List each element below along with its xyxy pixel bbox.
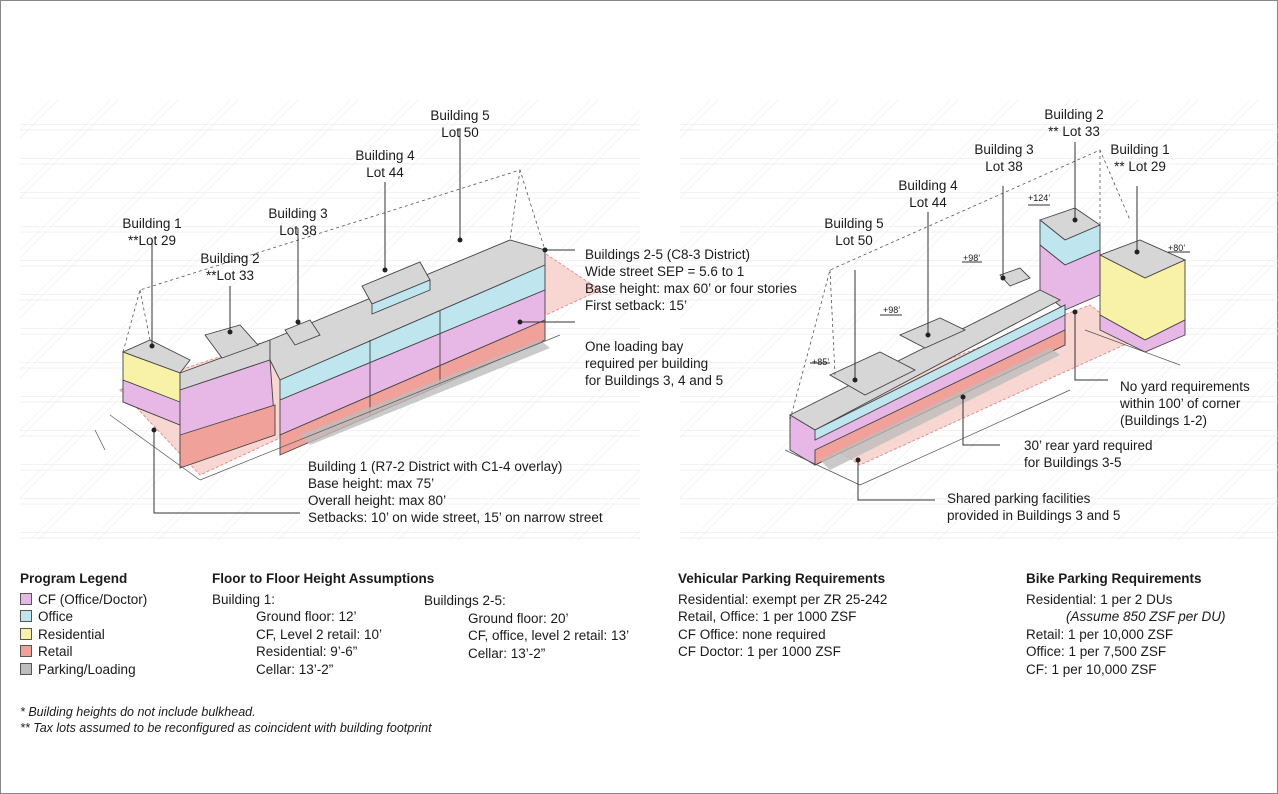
legend-item-cf: CF (Office/Doctor) bbox=[20, 591, 147, 609]
legend-area: Program Legend CF (Office/Doctor) Office… bbox=[0, 570, 1278, 770]
b25-height-line: Ground floor: 20’ bbox=[468, 610, 569, 626]
right-b5-top bbox=[829, 351, 916, 396]
bike-assumption: (Assume 850 ZSF per DU) bbox=[1066, 609, 1226, 624]
b1-heights-title: Building 1: bbox=[212, 591, 276, 607]
right-bar-office bbox=[814, 304, 1066, 441]
left-leaders bbox=[151, 128, 575, 514]
right-dimensions bbox=[784, 329, 1181, 486]
b25-height-line: Cellar: 13’-2” bbox=[468, 645, 546, 661]
right-b4-top bbox=[898, 317, 967, 349]
vehicular-line: CF Office: none required bbox=[678, 626, 826, 642]
left-zoning-envelope bbox=[122, 169, 546, 353]
vehicular-parking-block: Vehicular Parking Requirements Residenti… bbox=[678, 570, 887, 661]
b1-height-line: CF, Level 2 retail: 10’ bbox=[256, 626, 383, 642]
r72-district-note: Building 1 (R7-2 District with C1-4 over… bbox=[308, 459, 603, 525]
left-b2-tower bbox=[204, 324, 259, 359]
vehicular-line: Residential: exempt per ZR 25-242 bbox=[678, 591, 888, 607]
right-height-b3: +98’ bbox=[963, 253, 981, 263]
bike-line: Office: 1 per 7,500 ZSF bbox=[1026, 644, 1167, 659]
legend-item-office: Office bbox=[20, 608, 147, 626]
left-massing bbox=[119, 239, 601, 476]
vehicular-title: Vehicular Parking Requirements bbox=[678, 571, 886, 586]
footnote: * Building heights do not include bulkhe… bbox=[20, 705, 256, 719]
bike-title: Bike Parking Requirements bbox=[1026, 571, 1202, 586]
vehicular-line: Retail, Office: 1 per 1000 ZSF bbox=[678, 609, 857, 624]
left-dimensions bbox=[94, 334, 561, 481]
right-height-b2: +124’ bbox=[1028, 193, 1051, 203]
cf-swatch bbox=[20, 592, 32, 605]
right-b3-top bbox=[999, 267, 1031, 287]
retail-swatch bbox=[20, 645, 32, 657]
left-b2-label: Building 2**Lot 33 bbox=[200, 251, 260, 283]
legend-item-parking: Parking/Loading bbox=[20, 661, 147, 679]
program-legend-title: Program Legend bbox=[20, 571, 128, 586]
right-parking bbox=[820, 348, 1060, 470]
footnotes: * Building heights do not include bulkhe… bbox=[20, 704, 432, 736]
b25-height-block: Buildings 2-5: Ground floor: 20’ CF, off… bbox=[424, 592, 629, 662]
bike-line: Residential: 1 per 2 DUs bbox=[1026, 591, 1173, 607]
b1-height-line: Ground floor: 12’ bbox=[256, 609, 357, 624]
right-leader-dots bbox=[852, 217, 1140, 463]
left-b4-bulk-office bbox=[371, 279, 431, 315]
bike-parking-block: Bike Parking Requirements Residential: 1… bbox=[1026, 570, 1226, 678]
left-b3-bulk bbox=[284, 319, 321, 346]
b25-height-line: CF, office, level 2 retail: 13’ bbox=[468, 628, 630, 643]
left-b2-retail bbox=[179, 404, 276, 469]
legend-item-residential: Residential bbox=[20, 626, 147, 644]
right-b1-cf bbox=[1099, 314, 1186, 353]
right-b2-label: Building 2** Lot 33 bbox=[1044, 107, 1104, 139]
footnote: ** Tax lots assumed to be reconfigured a… bbox=[20, 721, 432, 735]
right-height-b4: +98’ bbox=[883, 305, 901, 315]
left-b1-label: Building 1**Lot 29 bbox=[122, 216, 182, 248]
right-leaders bbox=[810, 142, 1190, 501]
left-parking bbox=[300, 340, 550, 445]
bike-line: Retail: 1 per 10,000 ZSF bbox=[1026, 626, 1174, 642]
vehicular-line: CF Doctor: 1 per 1000 ZSF bbox=[678, 644, 841, 659]
office-swatch bbox=[20, 610, 32, 622]
massing-diagrams bbox=[20, 100, 1278, 540]
b25-heights-title: Buildings 2-5: bbox=[424, 593, 506, 608]
b1-height-line: Residential: 9’-6” bbox=[256, 644, 358, 659]
left-leader-dots bbox=[149, 237, 548, 433]
right-b1-label: Building 1** Lot 29 bbox=[1110, 142, 1170, 174]
right-height-b5: +85’ bbox=[812, 357, 830, 367]
bike-line: CF: 1 per 10,000 ZSF bbox=[1026, 661, 1157, 677]
residential-swatch bbox=[20, 627, 32, 640]
program-legend: Program Legend CF (Office/Doctor) Office… bbox=[20, 570, 147, 678]
parking-swatch bbox=[20, 662, 32, 675]
floor-height-block: Floor to Floor Height Assumptions Buildi… bbox=[212, 570, 434, 678]
b1-height-line: Cellar: 13’-2” bbox=[256, 661, 334, 677]
legend-item-retail: Retail bbox=[20, 643, 147, 661]
right-height-b1: +80’ bbox=[1168, 243, 1186, 253]
c83-district-note: Buildings 2-5 (C8-3 District)Wide street… bbox=[585, 247, 797, 313]
right-massing bbox=[789, 207, 1187, 470]
floor-height-title: Floor to Floor Height Assumptions bbox=[212, 571, 435, 586]
right-zoning-envelope bbox=[789, 149, 1131, 421]
right-bar-retail bbox=[814, 329, 1066, 466]
